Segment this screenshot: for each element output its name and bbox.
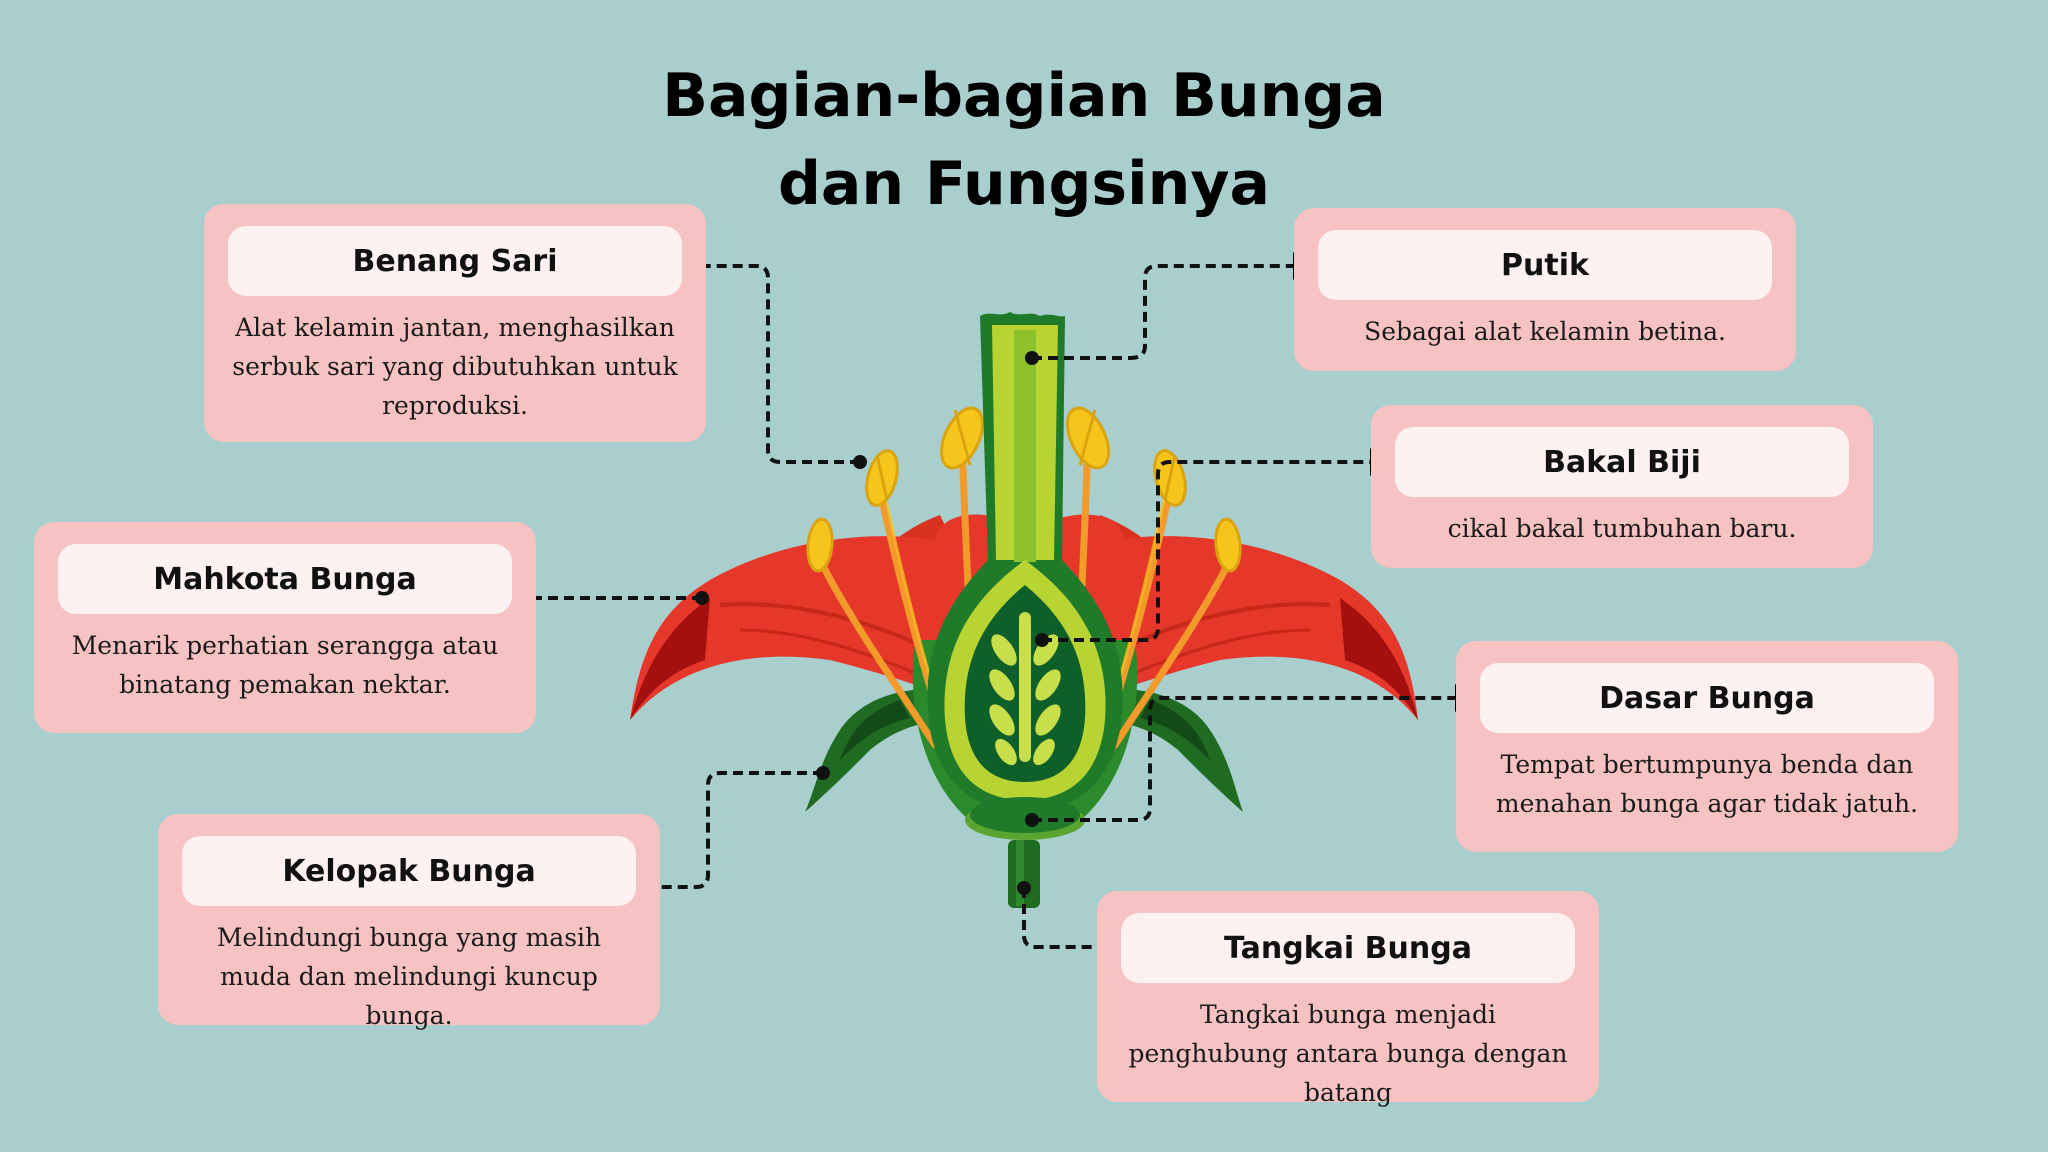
card-bakal-biji-title: Bakal Biji xyxy=(1395,427,1849,497)
dot-tangkai xyxy=(1017,881,1031,895)
card-mahkota-bunga-title: Mahkota Bunga xyxy=(58,544,512,614)
petal-left xyxy=(630,536,960,720)
dot-putik xyxy=(1025,351,1039,365)
anther-6 xyxy=(1214,517,1242,573)
filament-5 xyxy=(816,556,939,749)
stalk-highlight xyxy=(1016,840,1024,906)
flower-illustration xyxy=(630,312,1418,908)
connector-tangkai xyxy=(1022,888,1150,961)
dot-dasar xyxy=(1025,813,1039,827)
card-mahkota-bunga-desc: Menarik perhatian serangga atau binatang… xyxy=(71,631,499,699)
anther-line-4 xyxy=(1163,454,1177,501)
filament-6 xyxy=(1111,556,1234,749)
title-line-1: Bagian-bagian Bunga xyxy=(662,61,1386,131)
connector-putik xyxy=(1032,252,1321,360)
card-putik-desc: Sebagai alat kelamin betina. xyxy=(1364,317,1726,346)
card-putik: Putik Sebagai alat kelamin betina. xyxy=(1294,208,1796,371)
dot-benang-sari xyxy=(853,455,867,469)
card-kelopak-bunga: Kelopak Bunga Melindungi bunga yang masi… xyxy=(158,814,660,1030)
card-benang-sari-title: Benang Sari xyxy=(228,226,682,296)
connector-dots xyxy=(695,351,1049,895)
connector-bakal-biji xyxy=(1042,448,1398,642)
dot-kelopak xyxy=(816,766,830,780)
connector-benang-sari xyxy=(665,252,860,464)
card-tangkai-bunga: Tangkai Bunga Tangkai bunga menjadi peng… xyxy=(1097,891,1599,1107)
card-dasar-bunga-title: Dasar Bunga xyxy=(1480,663,1934,733)
pistil-style-center xyxy=(1014,330,1036,562)
connectors xyxy=(454,252,1483,961)
ovules xyxy=(989,612,1061,766)
petal-right-vein-2 xyxy=(1129,628,1311,677)
card-benang-sari-desc: Alat kelamin jantan, menghasilkan serbuk… xyxy=(232,313,678,420)
petal-right xyxy=(1090,536,1418,720)
petal-right-dark xyxy=(1340,598,1418,720)
card-tangkai-bunga-desc: Tangkai bunga menjadi penghubung antara … xyxy=(1128,1000,1568,1107)
sepal-left-shade xyxy=(840,700,910,760)
card-bakal-biji: Bakal Biji cikal bakal tumbuhan baru. xyxy=(1371,405,1873,568)
dot-mahkota xyxy=(695,591,709,605)
title-line-2: dan Fungsinya xyxy=(777,149,1270,219)
card-dasar-bunga-desc: Tempat bertumpunya benda dan menahan bun… xyxy=(1495,750,1919,818)
card-kelopak-bunga-desc: Melindungi bunga yang masih muda dan mel… xyxy=(216,923,602,1030)
anther-line-1 xyxy=(875,454,889,501)
petal-left-dark xyxy=(630,598,710,720)
card-bakal-biji-desc: cikal bakal tumbuhan baru. xyxy=(1447,514,1797,543)
card-benang-sari: Benang Sari Alat kelamin jantan, menghas… xyxy=(204,204,706,442)
dot-bakal-biji xyxy=(1035,633,1049,647)
card-putik-title: Putik xyxy=(1318,230,1772,300)
petal-left-vein xyxy=(719,602,931,652)
page-title: Bagian-bagian Bunga dan Fungsinya xyxy=(0,52,2048,228)
connector-kelopak xyxy=(580,771,823,901)
card-dasar-bunga: Dasar Bunga Tempat bertumpunya benda dan… xyxy=(1456,641,1958,852)
anther-5 xyxy=(806,517,834,573)
sepal-right-shade xyxy=(1140,700,1210,760)
petal-left-vein-2 xyxy=(739,628,921,677)
anther-line-2 xyxy=(953,409,972,466)
card-mahkota-bunga: Mahkota Bunga Menarik perhatian serangga… xyxy=(34,522,536,733)
card-tangkai-bunga-title: Tangkai Bunga xyxy=(1121,913,1575,983)
card-kelopak-bunga-title: Kelopak Bunga xyxy=(182,836,636,906)
pistil-base xyxy=(970,797,1080,833)
anther-line-3 xyxy=(1078,409,1097,466)
